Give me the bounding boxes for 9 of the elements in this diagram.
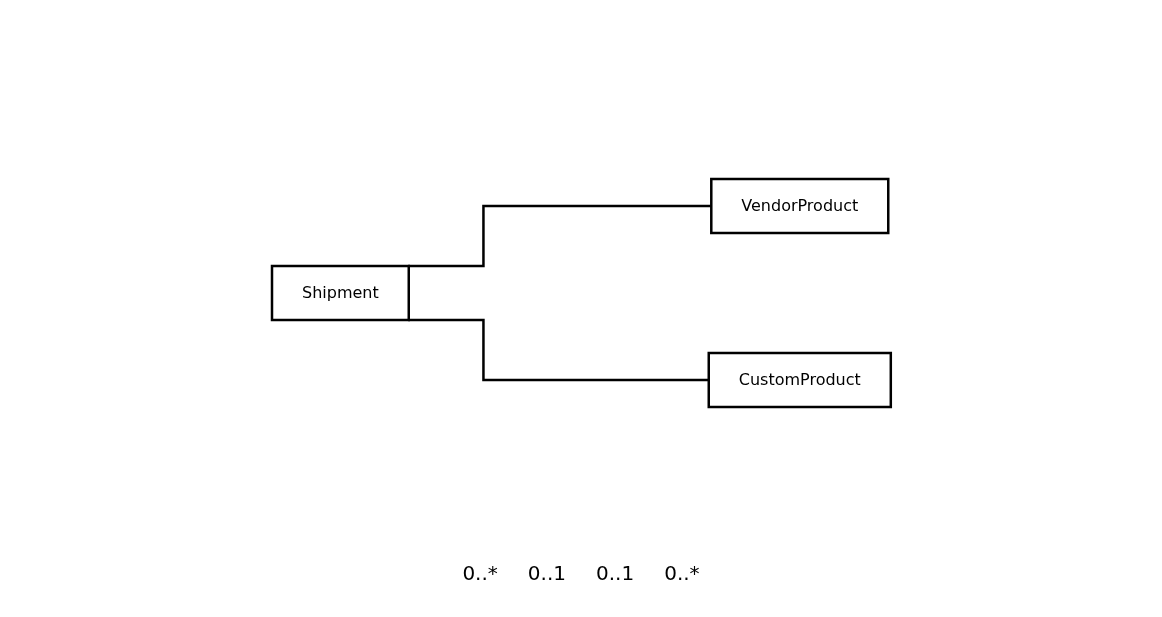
multiplicity-label: 0..1 (527, 560, 566, 585)
multiplicity-label: 0..* (664, 560, 700, 585)
node-box: VendorProduct (709, 177, 890, 234)
connector (407, 204, 711, 267)
multiplicity-label: 0..1 (596, 560, 635, 585)
node-box: CustomProduct (707, 351, 892, 408)
connector (407, 318, 709, 381)
multiplicity-label: 0..* (462, 560, 498, 585)
node-box: Shipment (270, 264, 410, 321)
